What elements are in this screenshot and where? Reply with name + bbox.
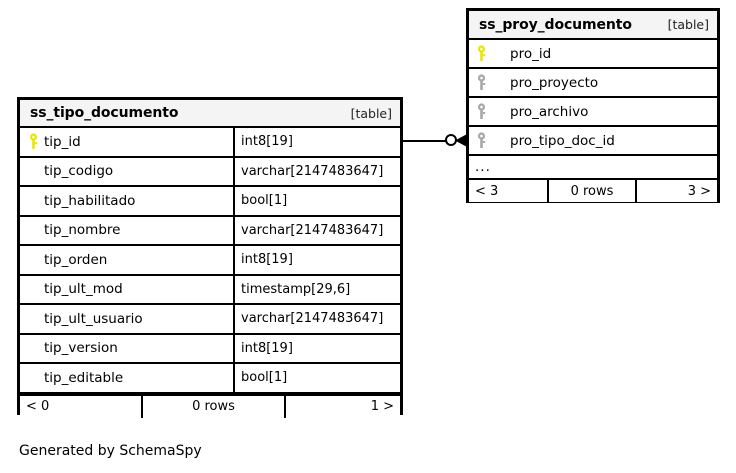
column-type: bool[1] [233, 187, 400, 215]
entity-header: ss_proy_documento [table] [469, 11, 717, 40]
table-row[interactable]: pro_proyecto [469, 69, 717, 98]
table-row[interactable]: tip_id int8[19] [20, 128, 400, 158]
column-name: pro_id [510, 45, 552, 62]
column-name-cell: pro_archivo [469, 98, 717, 125]
column-name-cell: tip_nombre [20, 217, 233, 245]
key-icon-foreign [472, 132, 492, 149]
column-name: tip_id [44, 133, 81, 150]
table-row[interactable]: tip_codigo varchar[2147483647] [20, 157, 400, 187]
column-name-cell: tip_editable [20, 364, 233, 392]
column-name-cell: tip_ult_mod [20, 276, 233, 304]
key-icon-primary [472, 45, 492, 62]
column-name-cell: pro_id [469, 40, 717, 67]
table-row[interactable]: pro_tipo_doc_id [469, 127, 717, 156]
table-row[interactable]: pro_id [469, 40, 717, 69]
column-name: tip_editable [44, 369, 124, 386]
column-name-cell: tip_habilitado [20, 187, 233, 215]
next-page-button[interactable]: 1 > [370, 399, 394, 414]
column-name: tip_nombre [44, 222, 121, 239]
relationship-crowsfoot-arrow-icon [455, 133, 469, 148]
next-page-button[interactable]: 3 > [687, 183, 711, 199]
column-name-cell: tip_version [20, 335, 233, 363]
entity-title: ss_tipo_documento [30, 105, 179, 121]
table-row[interactable]: tip_nombre varchar[2147483647] [20, 216, 400, 246]
entity-footer: < 3 0 rows 3 > [469, 180, 717, 202]
column-name-cell: tip_ult_usuario [20, 305, 233, 333]
table-row[interactable]: tip_ult_mod timestamp[29,6] [20, 275, 400, 305]
column-name: tip_habilitado [44, 192, 136, 209]
more-columns-indicator: ... [469, 156, 717, 180]
entity-table-ss-proy-documento[interactable]: ss_proy_documento [table] pro_id [466, 8, 720, 203]
column-type: int8[19] [233, 334, 400, 362]
entity-type-tag: [table] [350, 105, 392, 121]
key-icon-foreign [472, 74, 492, 91]
column-type: varchar[2147483647] [233, 305, 400, 333]
table-row[interactable]: tip_ult_usuario varchar[2147483647] [20, 305, 400, 335]
table-row[interactable]: tip_editable bool[1] [20, 364, 400, 394]
row-count-label: 0 rows [141, 395, 286, 418]
column-name-cell: tip_codigo [20, 158, 233, 186]
prev-page-button[interactable]: < 3 [475, 183, 499, 199]
column-type: timestamp[29,6] [233, 275, 400, 303]
table-row[interactable]: tip_version int8[19] [20, 334, 400, 364]
row-count-label: 0 rows [547, 180, 637, 202]
entity-table-ss-tipo-documento[interactable]: ss_tipo_documento [table] tip_id int8[19… [17, 97, 403, 418]
column-type: int8[19] [233, 246, 400, 274]
prev-page-button[interactable]: < 0 [26, 399, 50, 414]
column-name: pro_archivo [510, 103, 589, 120]
key-icon-primary [24, 133, 44, 150]
column-type: varchar[2147483647] [233, 216, 400, 244]
column-type: varchar[2147483647] [233, 157, 400, 185]
table-row[interactable]: tip_habilitado bool[1] [20, 187, 400, 217]
entity-header: ss_tipo_documento [table] [20, 100, 400, 128]
column-name-cell: pro_tipo_doc_id [469, 127, 717, 154]
table-row[interactable]: tip_orden int8[19] [20, 246, 400, 276]
entity-type-tag: [table] [667, 17, 709, 32]
column-name-cell: pro_proyecto [469, 69, 717, 96]
column-type: int8[19] [233, 128, 400, 156]
key-icon-foreign [472, 103, 492, 120]
table-row[interactable]: pro_archivo [469, 98, 717, 127]
column-name-cell: tip_id [20, 128, 233, 156]
column-name-cell: tip_orden [20, 246, 233, 274]
column-name: tip_codigo [44, 163, 114, 180]
entity-footer: < 0 0 rows 1 > [20, 393, 400, 418]
column-name: tip_version [44, 340, 118, 357]
generated-by-caption: Generated by SchemaSpy [19, 443, 202, 459]
column-type: bool[1] [233, 364, 400, 392]
column-name: pro_tipo_doc_id [510, 132, 615, 149]
column-name: tip_orden [44, 251, 108, 268]
column-name: pro_proyecto [510, 74, 599, 91]
column-name: tip_ult_mod [44, 281, 123, 298]
relationship-line [403, 140, 448, 142]
entity-title: ss_proy_documento [479, 16, 632, 33]
column-name: tip_ult_usuario [44, 310, 143, 327]
